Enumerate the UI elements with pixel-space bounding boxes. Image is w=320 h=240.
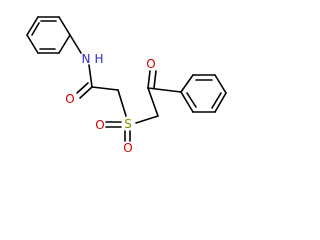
aromatic-inner-bond [211, 92, 222, 109]
bond-n-carbonyl [88, 64, 93, 88]
bond-carbonyl-ch2 [91, 86, 119, 91]
bond-ketone-phenyl [147, 87, 182, 93]
bond [214, 92, 227, 113]
molecule-structure: N H O S O O O [26, 16, 227, 155]
bond-ketone-o [147, 70, 151, 89]
bond-carbonyl-o-double [76, 82, 89, 94]
aromatic-inner-bond [186, 92, 197, 108]
bond-ch2-ketone [147, 87, 159, 117]
phenyl-ring-right [180, 74, 227, 113]
atom-label-h: H [94, 52, 103, 66]
bond [58, 16, 71, 36]
bond [214, 74, 227, 94]
bond [180, 74, 194, 93]
bond-phenyl-n [69, 34, 82, 54]
atom-label-sulfonyl-o-bottom: O [123, 141, 132, 155]
bond-s-ch2 [135, 115, 159, 124]
aromatic-inner-bond [31, 22, 40, 36]
bond-carbonyl-o [79, 86, 93, 99]
phenyl-ring-top [26, 16, 71, 54]
bond [26, 16, 39, 36]
bond [26, 34, 39, 54]
atom-label-n: N [82, 52, 91, 66]
bond [180, 91, 194, 113]
atom-label-sulfonyl-o-left: O [95, 118, 104, 132]
bond-ketone-o-double [153, 70, 157, 89]
bond [58, 34, 71, 54]
bond-ch2-s [117, 89, 127, 117]
atom-label-ketone-o: O [146, 57, 155, 71]
atom-label-s: S [124, 117, 132, 131]
atom-label-amide-o: O [65, 92, 74, 106]
